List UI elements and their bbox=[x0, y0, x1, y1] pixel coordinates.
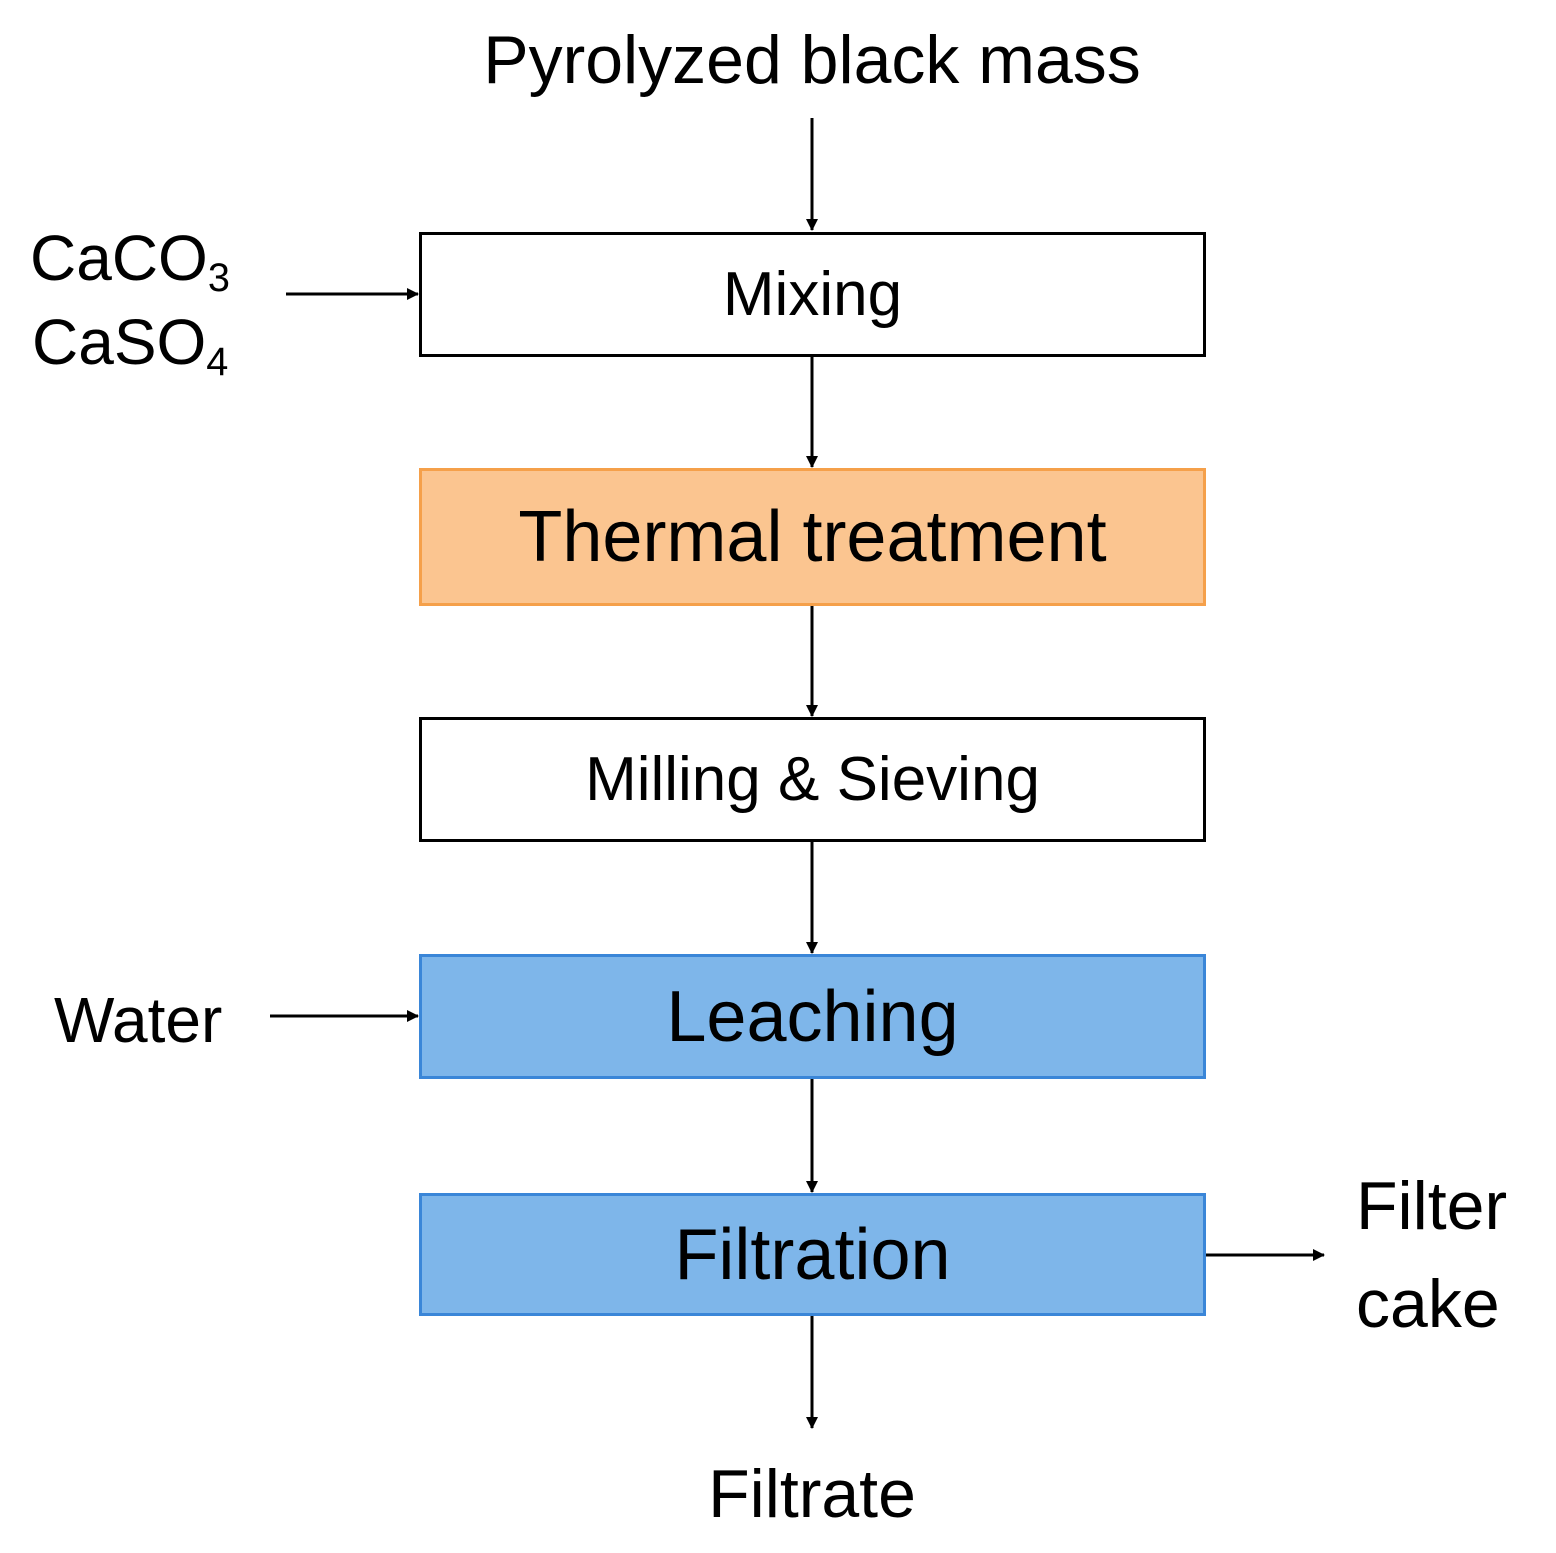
feed-label: Pyrolyzed black mass bbox=[483, 22, 1141, 98]
step-thermal-treatment: Thermal treatment bbox=[419, 468, 1206, 606]
step-filtration-label: Filtration bbox=[674, 1214, 951, 1295]
step-thermal-treatment-label: Thermal treatment bbox=[518, 497, 1107, 577]
filter-cake-line1: Filter bbox=[1356, 1168, 1508, 1244]
step-filtration: Filtration bbox=[419, 1193, 1206, 1316]
additive-caco3-base: CaCO bbox=[30, 222, 208, 294]
filter-cake-line2: cake bbox=[1356, 1266, 1500, 1342]
step-mixing-label: Mixing bbox=[722, 259, 903, 329]
filtrate-label: Filtrate bbox=[708, 1456, 916, 1532]
step-leaching-label: Leaching bbox=[666, 976, 959, 1057]
additive-caso4-base: CaSO bbox=[32, 306, 207, 378]
additive-caso4-subscript: 4 bbox=[206, 340, 229, 385]
step-milling-sieving: Milling & Sieving bbox=[419, 717, 1206, 842]
water-label: Water bbox=[54, 984, 223, 1056]
step-mixing: Mixing bbox=[419, 232, 1206, 357]
step-leaching: Leaching bbox=[419, 954, 1206, 1079]
additive-caco3-label: CaCO3 bbox=[30, 226, 230, 298]
additive-caco3-subscript: 3 bbox=[207, 256, 230, 301]
step-milling-sieving-label: Milling & Sieving bbox=[585, 744, 1040, 814]
additive-caso4-label: CaSO4 bbox=[32, 310, 228, 382]
